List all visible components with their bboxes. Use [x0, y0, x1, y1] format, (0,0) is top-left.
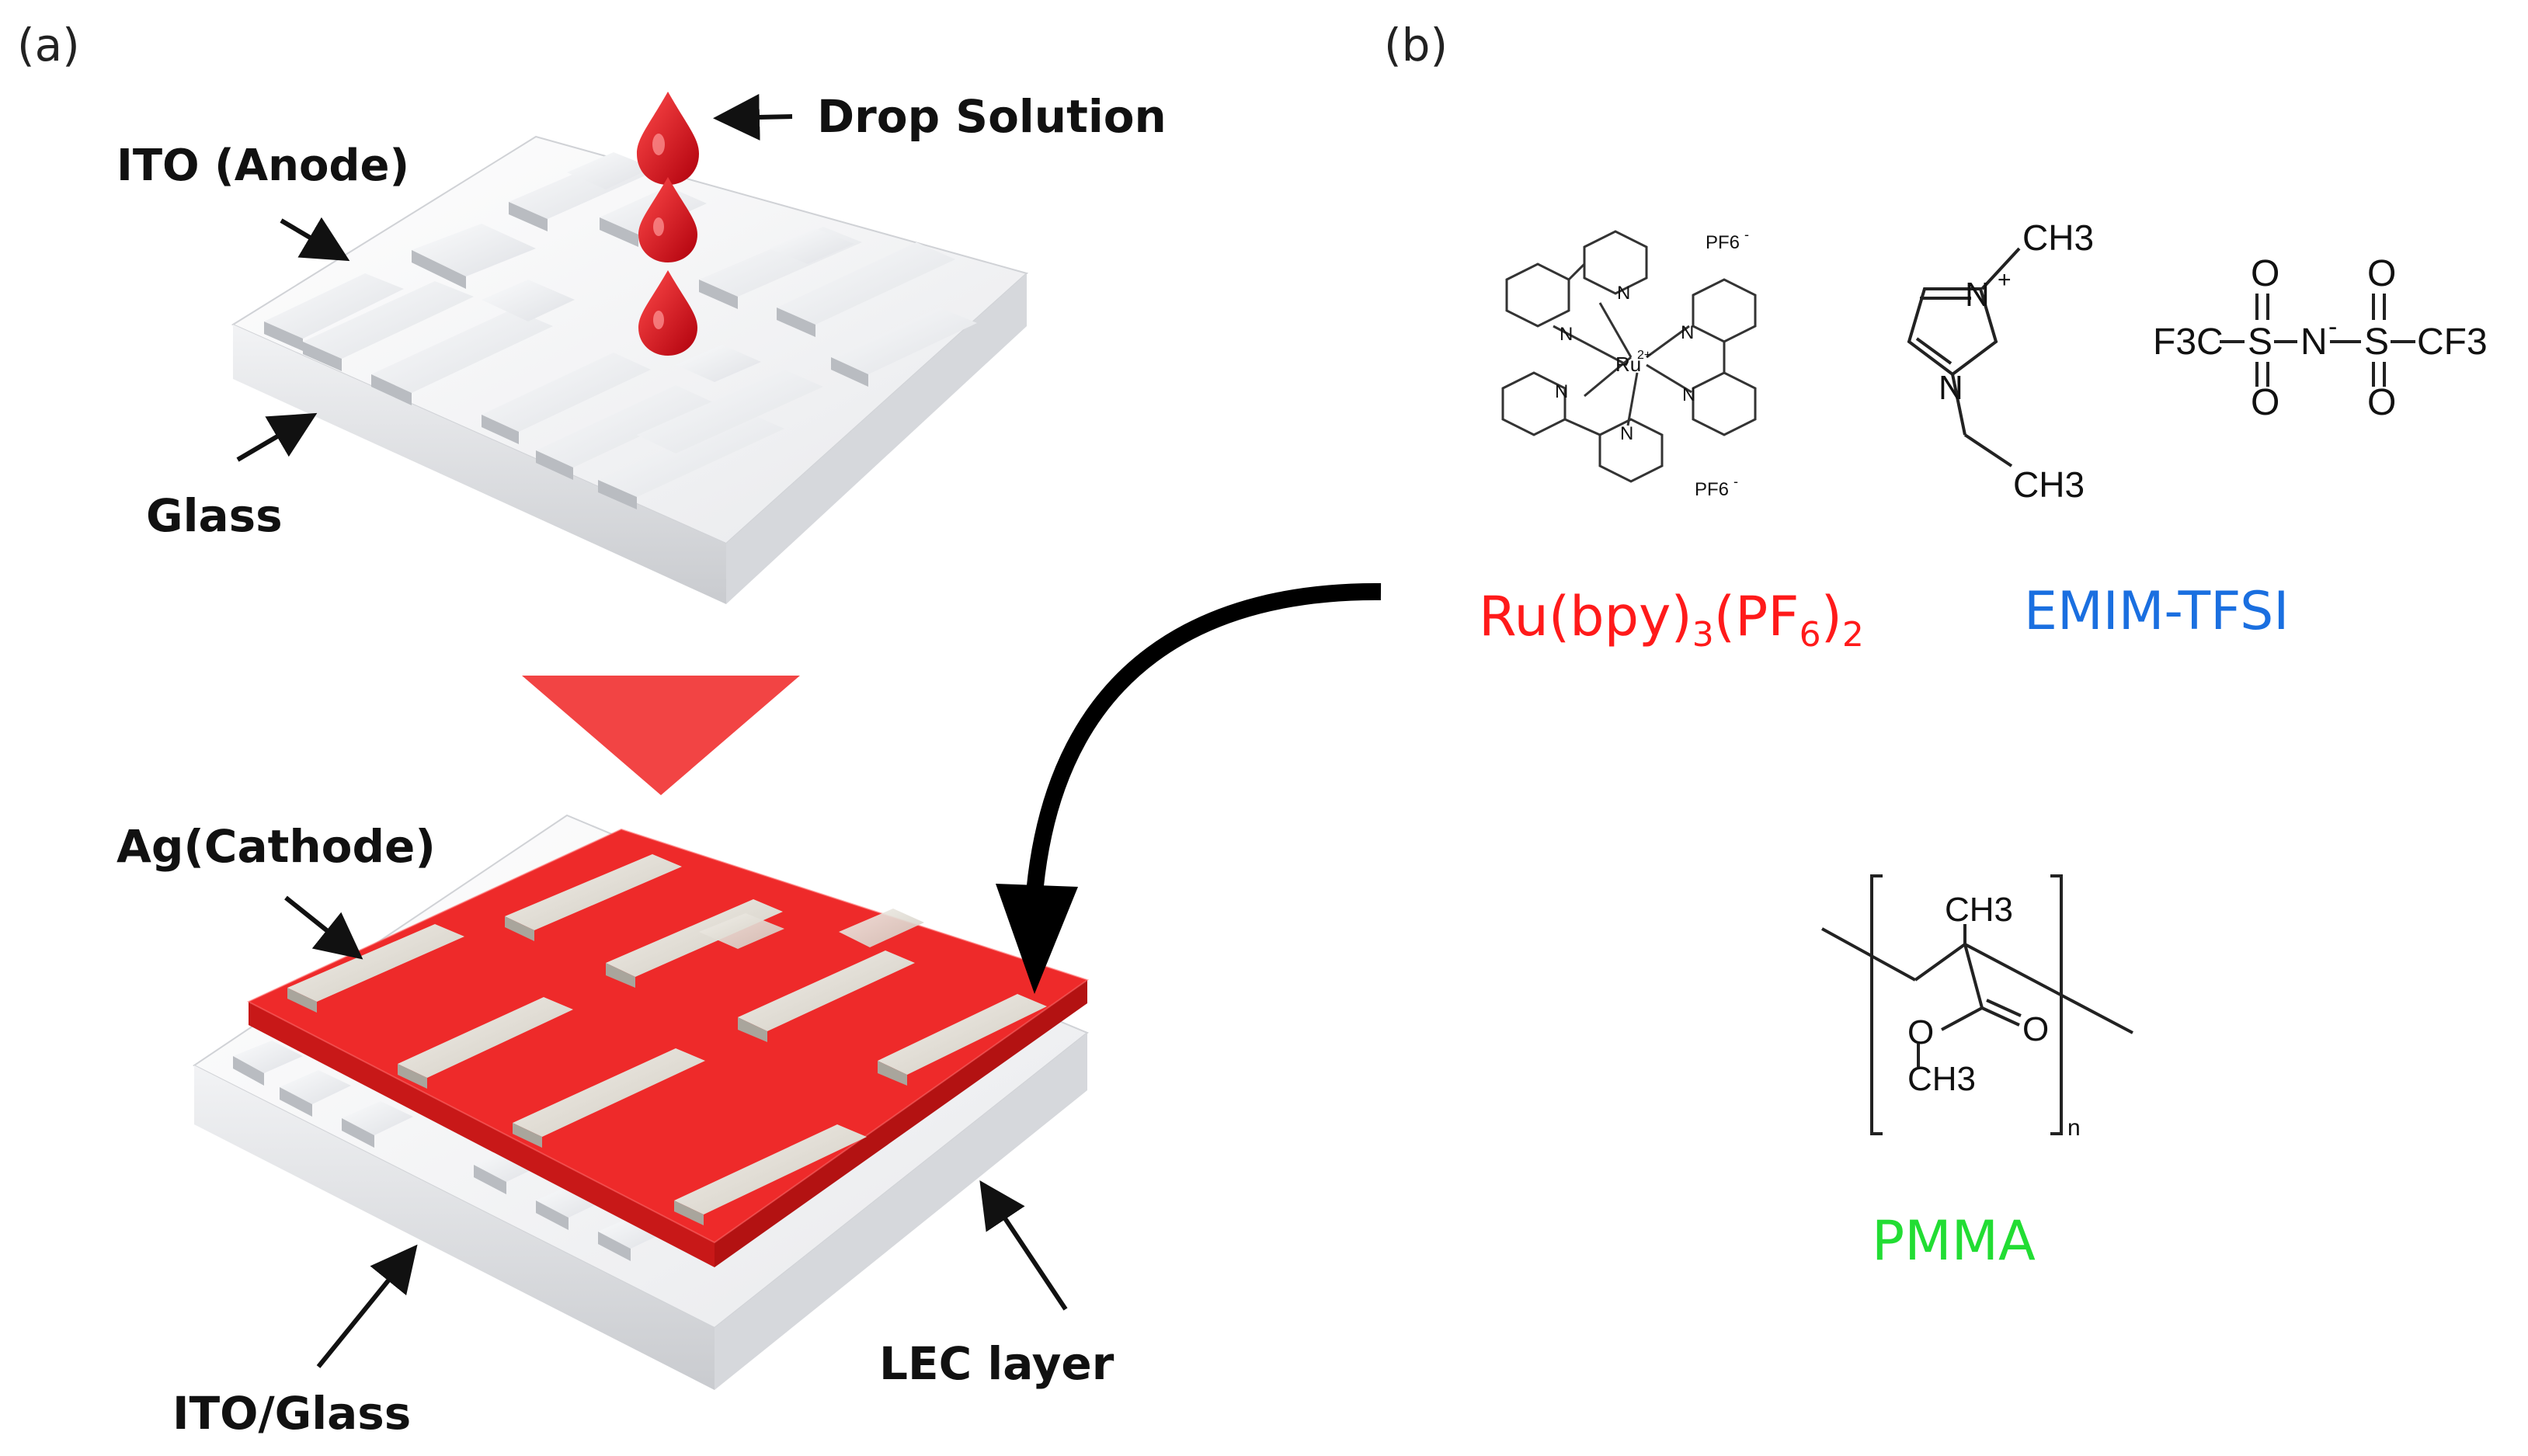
drop — [638, 270, 697, 356]
svg-text:CF3: CF3 — [2417, 321, 2488, 363]
ito-glass-arrow — [316, 1244, 418, 1368]
ito-electrodes-top — [264, 152, 977, 509]
process-arrow — [522, 676, 800, 795]
ito-bar — [831, 308, 977, 387]
ito-bar — [676, 345, 761, 382]
ag-strip — [839, 909, 924, 947]
ito-bar — [264, 273, 404, 351]
ru-bpy-name: Ru(bpy)3(PF6)2 — [1479, 585, 1864, 655]
pmma-structure — [1821, 874, 2133, 1135]
svg-text:+: + — [1998, 267, 2012, 293]
ag-strip — [674, 1124, 867, 1225]
svg-text:N: N — [1965, 276, 1990, 314]
svg-text:PF6: PF6 — [1695, 479, 1729, 500]
ag-strip — [878, 994, 1047, 1086]
svg-text:CH3: CH3 — [1945, 891, 2013, 929]
svg-text:O: O — [2022, 1010, 2049, 1048]
svg-text:S: S — [2248, 321, 2272, 363]
emim-labels: N + CH3 N CH3 — [1939, 217, 2094, 505]
drop — [638, 177, 697, 262]
svg-text:PF6: PF6 — [1706, 232, 1740, 253]
svg-text:N: N — [1939, 369, 1963, 407]
svg-text:CH3: CH3 — [2013, 464, 2085, 505]
svg-text:O: O — [2251, 253, 2279, 294]
svg-text:N: N — [1682, 384, 1695, 405]
svg-text:n: n — [2067, 1115, 2081, 1141]
svg-text:Ru: Ru — [1615, 353, 1641, 376]
ito-bar — [412, 224, 536, 289]
ag-cathode-arrow — [284, 895, 363, 960]
ito-pads-bottom — [233, 1041, 669, 1261]
svg-text:N: N — [1617, 283, 1630, 304]
svg-text:N: N — [1681, 322, 1694, 343]
svg-text:N: N — [2300, 321, 2328, 363]
emim-structure — [1907, 247, 2021, 467]
emim-tfsi-name: EMIM-TFSI — [2024, 581, 2289, 642]
pmma-labels: CH3 O O CH3 n — [1907, 891, 2081, 1141]
svg-text:O: O — [2367, 253, 2396, 294]
solution-drops — [637, 92, 699, 356]
ito-bar — [482, 280, 575, 321]
ito-bar — [536, 385, 713, 480]
panel-a-label: (a) — [17, 19, 80, 71]
composition-arrowhead — [996, 884, 1078, 994]
svg-text:-: - — [1744, 227, 1749, 242]
ag-strip — [699, 913, 784, 949]
drop — [637, 92, 699, 185]
drop-solution-arrow — [713, 93, 793, 141]
ag-strip — [398, 997, 573, 1089]
svg-text:CH3: CH3 — [2022, 217, 2094, 258]
ito-bar — [637, 370, 823, 453]
ito-glass-label: ITO/Glass — [172, 1387, 411, 1440]
ag-cathode-label: Ag(Cathode) — [116, 820, 436, 873]
svg-text:-: - — [2328, 312, 2337, 342]
svg-text:S: S — [2364, 321, 2389, 363]
ito-bar — [303, 281, 474, 371]
pmma-name: PMMA — [1872, 1209, 2036, 1273]
ito-bar — [769, 228, 854, 264]
ag-strip — [513, 1048, 705, 1148]
ito-bar — [777, 242, 955, 337]
lec-layer-label: LEC layer — [879, 1337, 1114, 1390]
ito-bar — [482, 353, 651, 444]
svg-text:N: N — [1620, 423, 1633, 444]
ito-bar — [598, 412, 784, 509]
composition-curved-arrow — [1026, 582, 1382, 895]
glass-arrow — [236, 412, 318, 462]
ito-anode-label: ITO (Anode) — [116, 141, 409, 191]
svg-text:2+: 2+ — [1637, 349, 1651, 362]
ru-bpy-labels: Ru 2+ N N N N N N PF6 - PF6 - — [1555, 227, 1749, 500]
svg-text:O: O — [1907, 1013, 1934, 1051]
tfsi-structure: F3C S N - S CF3 O O O O — [2153, 253, 2488, 423]
drop-solution-label: Drop Solution — [817, 90, 1167, 143]
svg-text:N: N — [1555, 381, 1568, 402]
ag-cathode-strips — [287, 854, 1047, 1225]
ru-bpy-structure — [1501, 230, 1757, 483]
svg-text:O: O — [2251, 382, 2279, 423]
ag-strip — [505, 854, 682, 941]
svg-text:CH3: CH3 — [1907, 1060, 1976, 1098]
lec-layer-arrow — [979, 1180, 1068, 1311]
svg-text:-: - — [1733, 474, 1738, 489]
ito-anode-arrow — [280, 217, 350, 262]
ito-bar — [371, 309, 553, 405]
ag-strip — [738, 950, 915, 1042]
svg-text:F3C: F3C — [2153, 321, 2224, 363]
svg-text:N: N — [1560, 324, 1573, 345]
svg-text:O: O — [2367, 382, 2396, 423]
glass-label: Glass — [146, 489, 283, 542]
ag-strip — [287, 924, 464, 1013]
panel-b-label: (b) — [1384, 19, 1448, 71]
ito-bar — [567, 152, 652, 189]
